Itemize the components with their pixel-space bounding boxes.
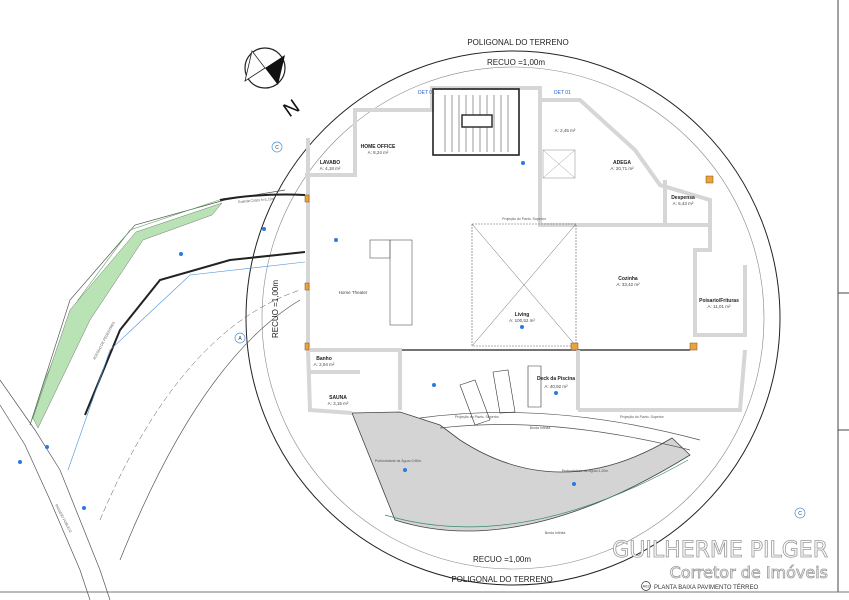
- access-label: ACESSO DE PEDESTRES: [92, 320, 116, 360]
- room-frituras: Poisario/Frituras: [699, 298, 739, 304]
- columns: [304, 175, 714, 351]
- room-sauna: SAUNA: [329, 395, 347, 401]
- setback-label-left: RECUO =1,00m: [271, 280, 280, 338]
- north-arrow-icon: [244, 47, 286, 89]
- watermark-name: GUILHERME PILGER: [612, 538, 828, 563]
- svg-text:A: 33,42 m²: A: 33,42 m²: [616, 282, 640, 287]
- room-home-theater: Home Theater: [339, 290, 368, 295]
- sheet-title: PLANTA BAIXA PAVIMENTO TÉRREO: [654, 584, 758, 591]
- property-boundary: [245, 50, 781, 586]
- room-deck-piscina: Deck da Piscina: [537, 376, 575, 382]
- svg-text:A: 3,15 m²: A: 3,15 m²: [328, 401, 349, 406]
- watermark-subtitle: Corretor de Imóveis: [670, 563, 828, 582]
- pool: [351, 411, 691, 532]
- property-line-label-top: POLIGONAL DO TERRENO: [467, 38, 568, 47]
- projection-note-3: Projeção do Pavto. Superior: [620, 415, 665, 419]
- projection-note: Projeção do Pavto. Superior: [502, 217, 547, 221]
- pool-depth-1: Profundidade da Água=0,50m: [375, 459, 422, 463]
- svg-text:C: C: [798, 511, 802, 517]
- property-line-label-bottom: POLIGONAL DO TERRENO: [451, 575, 552, 584]
- pool-depth-2: Profundidade da Água=1,20m: [562, 469, 609, 473]
- setback-line: [261, 66, 765, 570]
- room-living: Living: [515, 312, 530, 318]
- garden-strip: [32, 202, 223, 429]
- guardrail-label: Guarda Corpo h=1,10m: [238, 197, 275, 204]
- room-cozinha: Cozinha: [618, 276, 638, 282]
- sofa: [389, 239, 413, 326]
- room-home-office: HOME OFFICE: [361, 144, 396, 150]
- pool-edge-bottom: Borda Infinita: [545, 531, 566, 535]
- section-marker-c-top: C: [271, 141, 283, 153]
- svg-text:A: 2,04 m²: A: 2,04 m²: [314, 362, 335, 367]
- sidewalk-label: PASSEIO PÚBLICO: [54, 504, 72, 534]
- projection-note-2: Projeção do Pavto. Superior: [455, 415, 500, 419]
- sheet-code: A03: [642, 584, 650, 589]
- svg-text:A: 100,52 m²: A: 100,52 m²: [509, 318, 535, 323]
- level-markers: [18, 161, 576, 510]
- setback-label-top: RECUO =1,00m: [487, 58, 545, 67]
- svg-text:A: 8,24 m²: A: 8,24 m²: [368, 150, 389, 155]
- guardrail: [84, 251, 306, 416]
- room-adega: ADEGA: [613, 160, 631, 166]
- section-marker-a: A: [234, 332, 246, 344]
- detail-tag-1: DET 01: [418, 90, 435, 96]
- detail-tag-2: DET 01: [554, 90, 571, 96]
- sun-loungers: [459, 365, 542, 426]
- svg-text:C: C: [275, 145, 279, 151]
- double-height-void: [471, 223, 577, 347]
- sheet-code-marker: [641, 581, 651, 591]
- room-banho: Banho: [316, 356, 332, 362]
- staircase: [432, 88, 520, 156]
- svg-text:A: 20,71 m²: A: 20,71 m²: [610, 166, 634, 171]
- north-label: N: [279, 95, 303, 121]
- room-despensa: Despensa: [671, 195, 695, 201]
- svg-text:A: 40,92 m²: A: 40,92 m²: [544, 384, 568, 389]
- setback-label-bottom: RECUO =1,00m: [473, 555, 531, 564]
- pool-edge-top: Borda Infinita: [530, 426, 551, 430]
- room-lavabo: LAVABO: [320, 160, 340, 166]
- section-marker-c: C: [794, 507, 806, 519]
- svg-text:A: 11,01 m²: A: 11,01 m²: [708, 304, 731, 309]
- room-wc: A: 2,45 m²: [555, 128, 576, 133]
- svg-text:A: A: [238, 336, 242, 342]
- svg-text:A: 6,43 m²: A: 6,43 m²: [673, 201, 694, 206]
- svg-text:A: 4,18 m²: A: 4,18 m²: [320, 166, 341, 171]
